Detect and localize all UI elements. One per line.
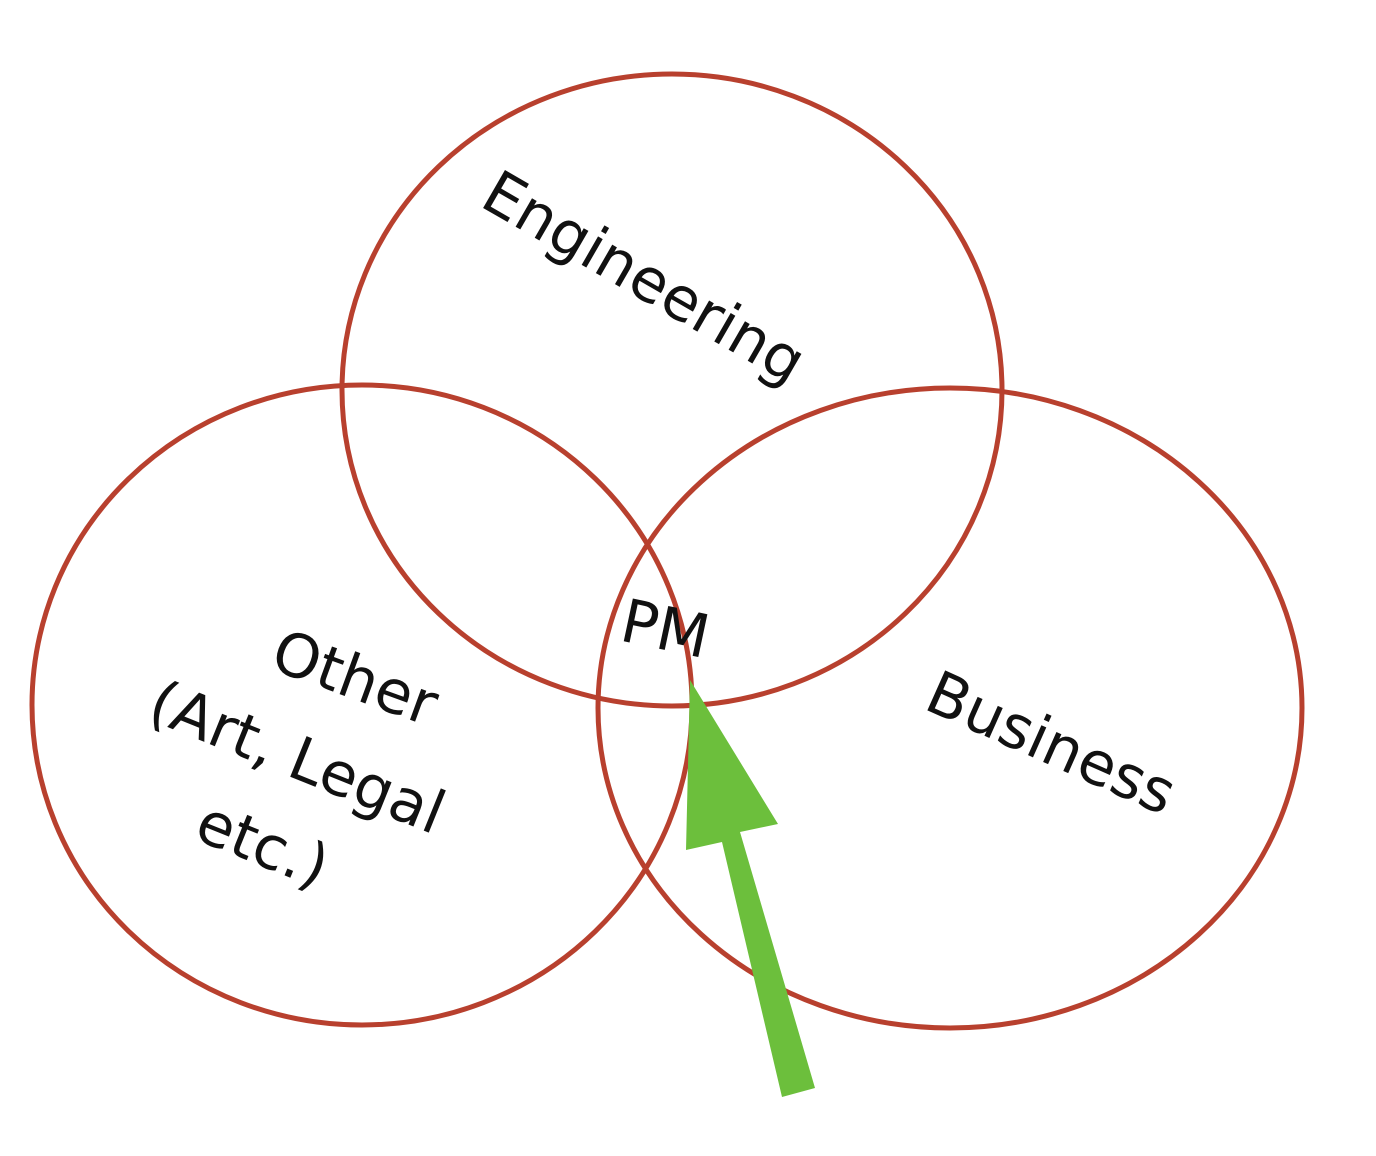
business-circle [595, 385, 1305, 1031]
other-sublabel-line-2: etc.) [186, 787, 338, 903]
pm-label: PM [615, 586, 716, 673]
business-label: Business [916, 658, 1186, 830]
engineering-label: Engineering [471, 157, 818, 398]
green-arrow-icon [686, 680, 815, 1097]
